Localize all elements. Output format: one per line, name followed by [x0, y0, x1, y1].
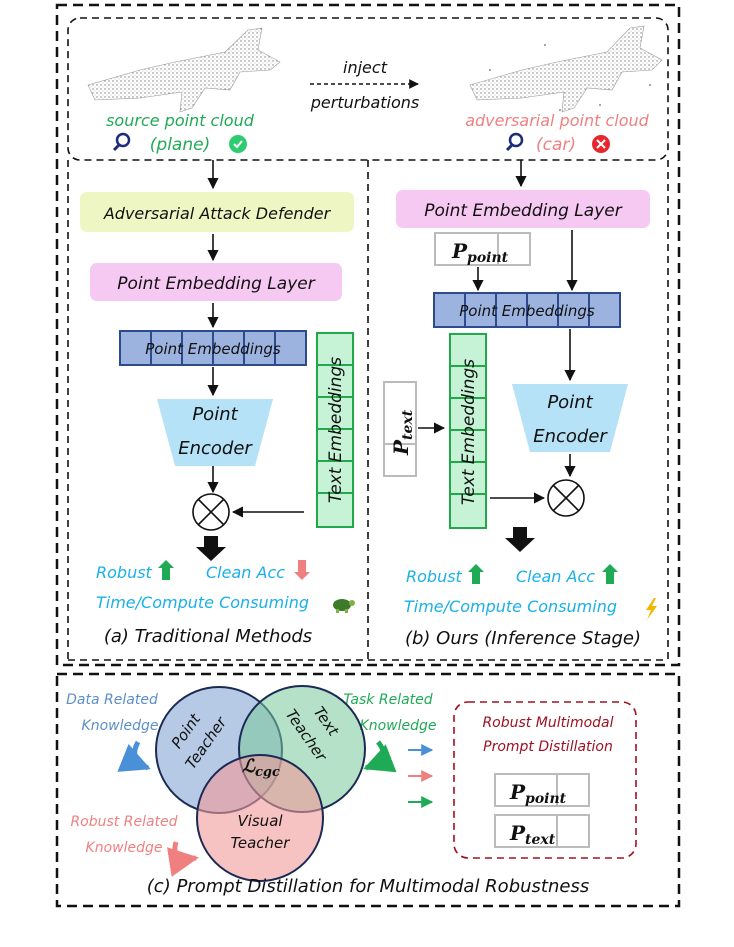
text-embeddings-left: [316, 332, 354, 528]
adversarial-class-label: (car): [536, 135, 576, 155]
point-embedding-layer-box-left: [90, 263, 342, 301]
perturbations-label: perturbations: [310, 93, 420, 112]
curved-arrow-green-icon: [363, 740, 397, 773]
check-icon: [229, 135, 247, 153]
p-point-label-right: Ppoint: [451, 239, 509, 266]
source-class-label: (plane): [150, 135, 210, 155]
time-compute-label-right: Time/Compute Consuming: [404, 597, 617, 616]
robust-label-left: Robust: [96, 563, 153, 582]
top-frame: [55, 3, 681, 667]
loss-cgc-label: ℒcgc: [242, 756, 280, 780]
source-plane-point-cloud: [87, 27, 281, 113]
p-point-label-bottom: Ppoint: [509, 780, 567, 807]
arrow-down-red-icon: [294, 560, 310, 580]
p-text-prompt-bottom: [494, 814, 590, 848]
task-related-label-1: Task Related: [343, 692, 432, 708]
point-encoder-label-left-2: Encoder: [178, 438, 253, 459]
point-embeddings-right: [433, 292, 621, 328]
multiply-icon-right: [547, 479, 585, 517]
adversarial-attack-defender-box: [80, 192, 354, 232]
data-related-label-1: Data Related: [66, 692, 158, 708]
output-arrow-right: [505, 527, 535, 552]
visual-teacher-label-2: Teacher: [231, 834, 291, 852]
lightning-icon: [646, 598, 657, 620]
task-related-label-2: Knowledge: [360, 718, 437, 734]
arrow-up-green-icon: [158, 560, 174, 580]
input-frame: [67, 17, 669, 161]
point-encoder-label-left-1: Point: [192, 404, 238, 425]
adversarial-plane-point-cloud: [469, 25, 663, 113]
cross-icon: [592, 135, 610, 153]
multiply-icon-left: [192, 493, 230, 531]
curved-arrow-blue-icon: [117, 740, 151, 772]
curved-arrow-red-icon: [167, 841, 199, 877]
caption-traditional-methods: (a) Traditional Methods: [104, 626, 312, 647]
magnifier-icon-adv: [505, 132, 524, 152]
point-embeddings-label-left: Point Embeddings: [145, 340, 281, 358]
p-text-label-bottom: Ptext: [509, 821, 556, 848]
caption-ours: (b) Ours (Inference Stage): [405, 628, 641, 649]
adversarial-point-cloud-label: adversarial point cloud: [465, 111, 649, 130]
point-encoder-left: [157, 399, 273, 466]
robust-label-right: Robust: [406, 567, 463, 586]
point-embeddings-label-right: Point Embeddings: [459, 302, 595, 320]
inject-label: inject: [343, 58, 388, 77]
point-embeddings-left: [119, 330, 307, 366]
p-text-label-right: Ptext: [389, 409, 416, 456]
data-related-label-2: Knowledge: [82, 718, 159, 734]
text-embeddings-right: [449, 333, 487, 529]
point-embedding-layer-label-right: Point Embedding Layer: [424, 201, 622, 221]
p-text-prompt-right: [383, 381, 417, 477]
clean-acc-label-left: Clean Acc: [206, 563, 285, 582]
visual-teacher-label-1: Visual: [237, 812, 283, 830]
turtle-icon: [333, 599, 355, 613]
output-arrow-left: [196, 536, 226, 561]
clean-acc-label-right: Clean Acc: [516, 567, 595, 586]
time-compute-label-left: Time/Compute Consuming: [96, 593, 309, 612]
caption-prompt-distillation: (c) Prompt Distillation for Multimodal R…: [147, 876, 589, 897]
arrow-up-green-icon-acc-right: [602, 564, 618, 584]
distillation-box: [453, 701, 637, 859]
p-point-prompt-right: [434, 232, 531, 266]
p-point-prompt-bottom: [494, 773, 590, 807]
point-encoder-label-right-2: Encoder: [533, 426, 608, 447]
text-embeddings-label-left: Text Embeddings: [326, 357, 346, 503]
source-point-cloud-label: source point cloud: [106, 111, 255, 130]
robust-related-label-1: Robust Related: [70, 814, 177, 830]
magnifier-icon: [112, 132, 131, 152]
bottom-frame: [55, 672, 681, 908]
text-embeddings-label-right: Text Embeddings: [459, 359, 479, 505]
point-encoder-right: [512, 384, 628, 452]
point-embedding-layer-label-left: Point Embedding Layer: [117, 274, 315, 294]
arrow-up-green-icon-robust-right: [468, 564, 484, 584]
visual-teacher-circle: [196, 754, 324, 882]
distillation-label-2: Prompt Distillation: [483, 739, 613, 755]
adversarial-attack-defender-label: Adversarial Attack Defender: [103, 204, 332, 223]
distillation-label-1: Robust Multimodal: [482, 715, 613, 731]
point-encoder-label-right-1: Point: [547, 392, 593, 413]
robust-related-label-2: Knowledge: [86, 840, 163, 856]
point-embedding-layer-box-right: [396, 190, 650, 228]
